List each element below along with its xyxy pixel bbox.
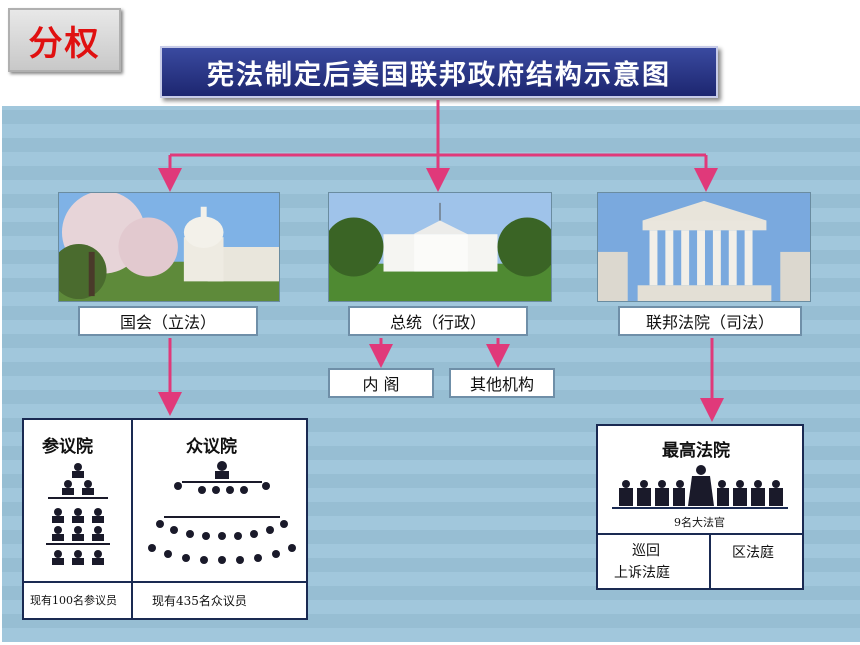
badge-text: 分权 [28, 23, 101, 64]
title-text: 宪法制定后美国联邦政府结构示意图 [207, 59, 671, 91]
senate-figures-icon [46, 463, 110, 565]
appeals-court-line2: 上诉法庭 [614, 565, 670, 581]
court-system-box: 最高法院 9名大法官 巡回 上诉法庭 区法庭 [596, 424, 804, 590]
other-agencies-label: 其他机构 [469, 375, 534, 394]
supreme-court-photo [597, 192, 811, 302]
supreme-court-title: 最高法院 [662, 441, 730, 461]
cabinet-label: 内 阁 [362, 375, 400, 394]
chamber-dividers [24, 420, 306, 618]
congress-chambers-box: 参议院 众议院 [22, 418, 308, 620]
branch-legislative-label: 国会（立法） [119, 313, 216, 332]
justices-count: 9名大法官 [674, 516, 725, 529]
appeals-court-line1: 巡回 [632, 543, 660, 559]
branch-executive: 总统（行政） [348, 306, 528, 336]
other-agencies-box: 其他机构 [449, 368, 555, 398]
senate-title: 参议院 [42, 437, 93, 457]
district-court: 区法庭 [732, 545, 774, 561]
justices-icon [619, 465, 783, 506]
branch-judicial: 联邦法院（司法） [618, 306, 802, 336]
white-house-photo [328, 192, 552, 302]
house-title: 众议院 [186, 437, 237, 457]
diagram-title: 宪法制定后美国联邦政府结构示意图 [160, 46, 718, 98]
branch-legislative: 国会（立法） [78, 306, 258, 336]
capitol-photo [58, 192, 280, 302]
court-dividers [598, 507, 802, 588]
senate-count: 现有100名参议员 [30, 594, 117, 607]
house-figures-icon [148, 461, 296, 564]
cabinet-box: 内 阁 [328, 368, 434, 398]
section-badge: 分权 [8, 8, 121, 72]
house-count: 现有435名众议员 [152, 594, 247, 608]
branch-executive-label: 总统（行政） [389, 313, 486, 332]
branch-judicial-label: 联邦法院（司法） [645, 313, 774, 332]
